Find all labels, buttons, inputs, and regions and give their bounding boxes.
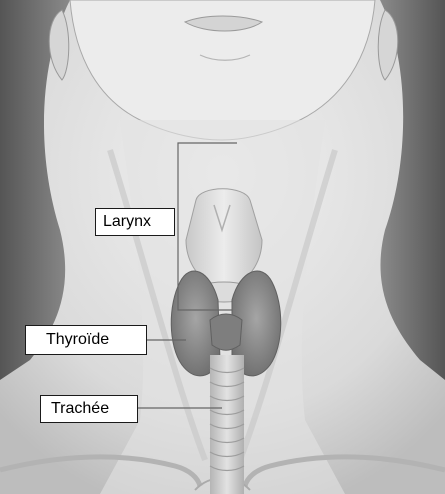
larynx-shape bbox=[186, 189, 262, 285]
trachea-body bbox=[210, 355, 244, 494]
label-trachee: Trachée bbox=[40, 395, 138, 423]
label-larynx: Larynx bbox=[95, 208, 175, 236]
label-thyroide: Thyroïde bbox=[25, 325, 147, 355]
thyroid-isthmus bbox=[210, 314, 242, 350]
